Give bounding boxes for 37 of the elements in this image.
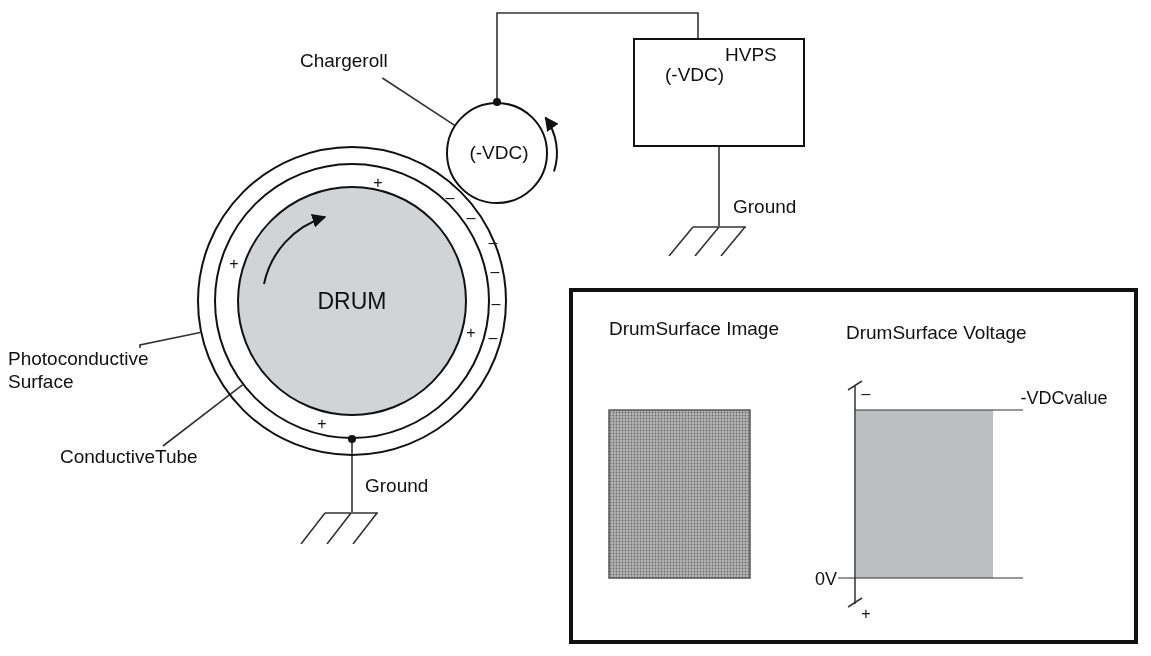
shape-label: (-VDC) [468,142,530,165]
leader-line [162,384,244,447]
axis-label: 0V [815,570,837,588]
charge-sign: – [445,190,455,206]
ground-symbol [298,512,380,544]
wire-line [348,435,356,513]
charge-sign: – [490,264,500,280]
ring-circle [214,163,490,439]
ground-label: Ground [365,475,429,498]
charge-sign: + [229,256,239,272]
axis-sign: – [861,386,871,402]
panel-heading: DrumSurface Voltage [846,322,1028,345]
leader-line [139,331,202,349]
charge-sign: + [317,416,327,432]
inset-panel [569,288,1138,644]
charge-sign: – [491,296,501,312]
charge-roll-circle [446,102,548,204]
charge-sign: + [373,175,383,191]
drum-circle [237,186,467,416]
ground-label: Ground [733,196,797,219]
leader-line [381,77,456,126]
ground-symbol [668,226,748,256]
part-name: ConductiveTube [60,446,199,469]
wire-line [718,146,720,227]
charge-sign: – [466,210,476,226]
axis-label: -VDCvalue [1020,389,1108,407]
axis-sign: + [861,606,871,622]
part-name: Photoconductive Surface [8,348,150,394]
shape-label: (-VDC) [665,64,726,87]
shape-label: HVPS [725,44,778,67]
charge-sign: – [488,330,498,346]
part-name: Chargeroll [300,50,389,73]
wire-line [493,12,699,106]
charge-sign: + [466,325,476,341]
power-supply-box [633,38,805,147]
panel-heading: DrumSurface Image [609,318,780,341]
shape-label: DRUM [316,288,388,316]
